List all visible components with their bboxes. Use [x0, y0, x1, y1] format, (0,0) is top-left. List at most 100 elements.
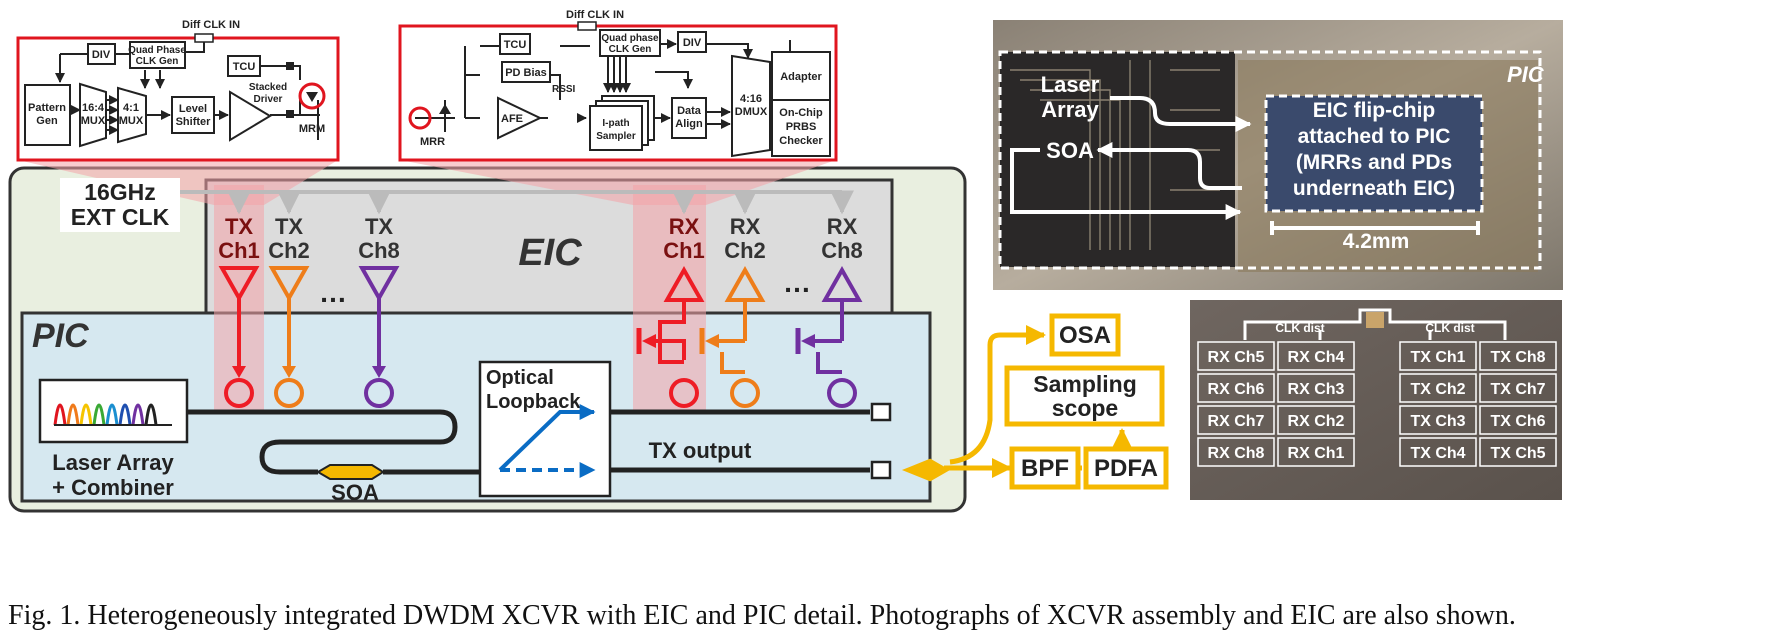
rx-ch8-ring-icon [827, 378, 857, 408]
rx-die-cell-label: RX Ch6 [1208, 381, 1265, 398]
tx-level-shifter-1: Level [179, 103, 207, 115]
tx-mrm-diode-icon [306, 92, 318, 102]
rx-detail: Diff CLK IN TCU PD B [398, 9, 838, 162]
tx-div-box [87, 43, 116, 65]
rx-div-label: DIV [683, 37, 702, 49]
photo-pic-label: PIC [1507, 62, 1545, 87]
spectrum-peak [131, 403, 145, 426]
tx-die-cell-label: TX Ch2 [1410, 381, 1465, 398]
tx-die-cell-label: TX Ch6 [1490, 413, 1545, 430]
laser-chip-region [1000, 52, 1235, 267]
tx-tcu-label: TCU [233, 61, 256, 73]
rx-ch2-label-a: RX [730, 214, 761, 239]
tx-mux16-2: MUX [81, 115, 106, 127]
rx-diff-clk-pins [577, 21, 597, 31]
tx-die-cell [1479, 437, 1557, 467]
figure-1: 16GHz EXT CLK EIC PIC TX Ch1 TX Ch2 … TX… [8, 9, 1563, 513]
tx-ch1-driver-icon [218, 266, 260, 303]
tx-ch2-arrow-icon [282, 366, 296, 378]
rx-prbs-3: Checker [779, 135, 823, 147]
rx-tcu-label: TCU [504, 39, 527, 51]
tx-ch1: TX Ch1 [218, 214, 260, 408]
photo-laser-2: Array [1041, 97, 1099, 122]
rx-sampler-2: Sampler [596, 131, 636, 142]
tx-ellipsis: … [319, 277, 347, 308]
rx-die-cell-label: RX Ch5 [1208, 349, 1265, 366]
tx-die-cell-label: TX Ch7 [1490, 381, 1545, 398]
rx-quad-phase-box [599, 29, 661, 57]
assembly-photo: PIC Laser Array SOA EIC flip-chip attach… [993, 20, 1563, 290]
rx-sampler-box [589, 105, 643, 151]
eic-label: EIC [518, 232, 582, 274]
tx-tcu-box [227, 55, 261, 77]
main-diagram: 16GHz EXT CLK EIC PIC TX Ch1 TX Ch2 … TX… [8, 160, 967, 513]
rx-ch1-drop2 [658, 352, 684, 364]
tx-level-shifter-2: Shifter [176, 116, 212, 128]
laser-spectrum-icon [53, 403, 172, 426]
rx-die-cell [1277, 373, 1355, 403]
rx-dmux-2: DMUX [735, 106, 768, 118]
tx-driver-2: Driver [254, 94, 283, 105]
tx-ch8-label-a: TX [365, 214, 393, 239]
rx-ch1-pd-icon [642, 334, 656, 348]
rx-adapter-label: Adapter [780, 71, 822, 83]
ext-clk-line1: 16GHz [84, 179, 156, 205]
tx-die-cell-label: TX Ch5 [1490, 445, 1545, 462]
tx-level-shifter-box [171, 96, 215, 134]
tx-ch2: TX Ch2 [268, 214, 310, 408]
rx-die-cell-label: RX Ch4 [1288, 349, 1345, 366]
tx-die-cell [1479, 405, 1557, 435]
tx-ch8-arrow-icon [372, 366, 386, 378]
spectrum-peak [66, 403, 80, 426]
sampling-scope-box [1004, 365, 1165, 427]
spectrum-peak [53, 403, 67, 426]
rx-data-align-1: Data [677, 105, 702, 117]
rx-ch2: RX Ch2 [699, 214, 766, 408]
tx-div-label: DIV [92, 49, 111, 61]
tx-ch2-label-b: Ch2 [268, 238, 310, 263]
rx-ch1-drop [656, 339, 686, 360]
tx-quad-phase-1: Quad Phase [128, 45, 186, 56]
soa-label: SOA [331, 480, 379, 505]
tx-ch8: TX Ch8 [358, 214, 400, 408]
tx-ch2-ring-icon [274, 378, 304, 408]
tx-mux4-2: MUX [119, 115, 144, 127]
rx-ch8-drop [816, 352, 842, 374]
bpf-label: BPF [1021, 455, 1069, 482]
tx-diff-clk-pins [194, 33, 214, 43]
spectrum-peak [92, 403, 106, 426]
rx-die-cell-label: RX Ch1 [1288, 445, 1345, 462]
rx-quad-phase-1: Quad phase [601, 33, 659, 44]
tx-die-cell [1399, 341, 1477, 371]
tx-mrm-label: MRM [299, 123, 325, 135]
rx-ch1-wire [658, 300, 686, 352]
figure-caption: Fig. 1. Heterogeneously integrated DWDM … [8, 600, 1516, 631]
pdfa-label: PDFA [1094, 455, 1158, 482]
tx-die-cell-label: TX Ch4 [1410, 445, 1465, 462]
rx-dmux-shape [731, 54, 771, 158]
coupler-top [870, 402, 892, 422]
tx-diff-clk-label: Diff CLK IN [182, 19, 240, 31]
rx-ch8-label-b: Ch8 [821, 238, 863, 263]
tx-mux4-1: 4:1 [123, 102, 139, 114]
rx-die-cell [1197, 341, 1275, 371]
clock-tree [180, 190, 854, 215]
rx-data-align-box [671, 97, 707, 139]
tx-pattern-gen-1: Pattern [28, 102, 66, 114]
rx-die-cell-label: RX Ch8 [1208, 445, 1265, 462]
rx-pd-diode-icon [439, 104, 451, 114]
tx-pattern-gen-2: Gen [36, 115, 58, 127]
bpf-box [1009, 446, 1081, 490]
eic-die [1266, 96, 1482, 211]
rx-pd-bias-label: PD Bias [505, 67, 547, 79]
photo-scale-label: 4.2mm [1343, 230, 1410, 253]
soa-icon [316, 464, 385, 480]
tx-pin-a [286, 62, 294, 70]
rx-die-cell [1197, 373, 1275, 403]
eic-block [204, 178, 894, 317]
rx-ch2-drop [720, 352, 745, 374]
rx-die-cell [1277, 405, 1355, 435]
eic-outline [1264, 94, 1484, 213]
tx-ch8-ring-icon [364, 378, 394, 408]
